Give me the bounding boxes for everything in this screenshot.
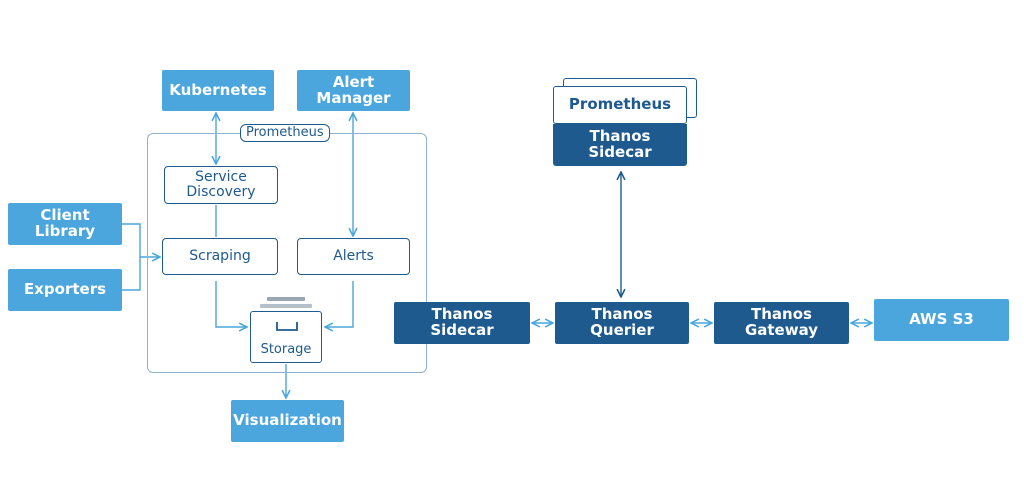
alert-manager-box[interactable]: Alert Manager (297, 70, 410, 111)
thanos-sidecar-top-box[interactable]: Thanos Sidecar (553, 124, 687, 166)
client-library-line (122, 223, 141, 291)
thanos-sidecar-left-box[interactable]: Thanos Sidecar (394, 302, 530, 344)
service-discovery-box[interactable]: Service Discovery (164, 166, 278, 204)
client-library-box[interactable]: Client Library (8, 203, 122, 245)
thanos-querier-box[interactable]: Thanos Querier (555, 302, 689, 344)
alerts-storage-arrow (325, 281, 354, 327)
kubernetes-box[interactable]: Kubernetes (162, 70, 274, 111)
exporters-box[interactable]: Exporters (8, 269, 122, 311)
scraping-box[interactable]: Scraping (162, 238, 278, 275)
prometheus-instance-box[interactable]: Prometheus (553, 86, 687, 124)
storage-label: Storage (260, 342, 312, 357)
storage-lid-icon-lower (260, 304, 312, 308)
storage-tray-icon (276, 322, 298, 331)
thanos-gateway-box[interactable]: Thanos Gateway (714, 302, 849, 344)
alerts-box[interactable]: Alerts (297, 238, 410, 275)
visualization-box[interactable]: Visualization (231, 400, 344, 442)
prometheus-region-label: Prometheus (240, 124, 330, 142)
aws-s3-box[interactable]: AWS S3 (874, 299, 1009, 341)
storage-box[interactable]: Storage (250, 311, 322, 363)
scraping-storage-arrow (215, 281, 247, 327)
storage-lid-icon (267, 297, 305, 301)
